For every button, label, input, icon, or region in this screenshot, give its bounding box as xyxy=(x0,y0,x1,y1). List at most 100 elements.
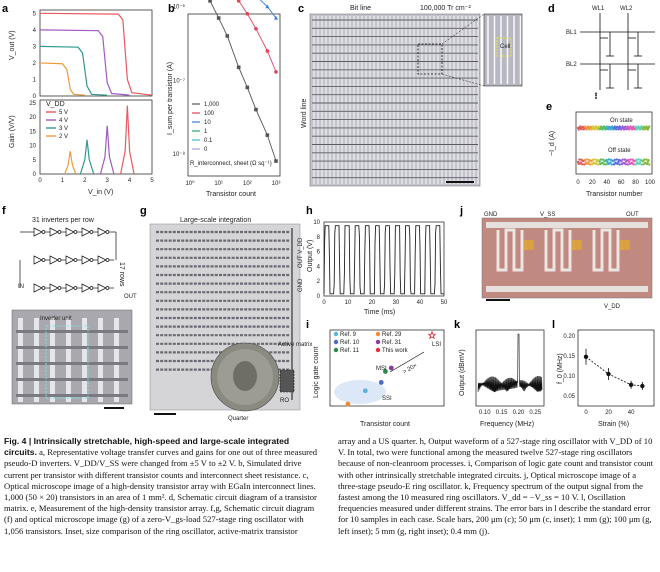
panel-b-legend-title: R_interconnect, sheet (Ω sq⁻¹) xyxy=(190,161,272,167)
panel-i-point-2 xyxy=(383,369,388,374)
panel-i-ylabel: Logic gate count xyxy=(313,347,320,398)
panel-f-inset-stripe xyxy=(114,318,119,402)
panel-b-point xyxy=(245,85,250,90)
panel-e-xtick-4: 80 xyxy=(632,180,639,186)
panel-b-legend-3: 1 xyxy=(204,129,208,135)
panel-d-schematic: WL1 WL2 BL1 BL2 ⋮ xyxy=(566,6,655,100)
panel-a-xlabel: V_in (V) xyxy=(88,189,113,196)
panel-h-xlabel: Time (ms) xyxy=(364,309,395,316)
panel-e-off-point xyxy=(632,163,635,166)
panel-k-xtick-2: 0.20 xyxy=(513,410,525,416)
panel-b-point xyxy=(216,16,221,20)
panel-e-on-point xyxy=(577,128,580,131)
panel-i-point-0 xyxy=(362,388,368,394)
panel-e-off-point xyxy=(594,162,598,166)
panel-b-xtick-3: 10³ xyxy=(272,181,281,187)
panel-h-ytick-3: 6 xyxy=(317,250,321,256)
panel-d-wl2: WL2 xyxy=(620,6,633,12)
panel-h-xtick-3: 30 xyxy=(393,300,400,306)
panel-g-active: Active matrix xyxy=(278,342,312,348)
panel-i-point-4 xyxy=(388,365,394,371)
panel-l-ytick-1: 0.10 xyxy=(563,374,575,380)
panel-j-gate-pad xyxy=(572,240,582,250)
panel-b-legend-5: 0 xyxy=(204,147,208,153)
panel-f-inverter xyxy=(97,255,107,265)
panel-b-point xyxy=(274,70,278,74)
panel-i-legend-1: Ref. 10 xyxy=(340,340,360,346)
panel-a-ytick-bot-1: 5 xyxy=(33,158,37,164)
panel-f-inset-stripe xyxy=(50,318,55,402)
panel-f-inset-bar xyxy=(16,394,128,397)
panel-b-point xyxy=(265,4,270,9)
panel-d-label: d xyxy=(548,3,555,15)
panel-e-on-point xyxy=(605,125,608,128)
panel-i-legend-2: Ref. 11 xyxy=(340,348,360,354)
panel-k-label: k xyxy=(454,319,461,331)
panel-b-ytick-1: 10⁻⁷ xyxy=(173,77,185,84)
panel-e-off-point xyxy=(635,158,638,162)
panel-i-ssi: SSI xyxy=(382,396,392,402)
panel-i-legend-marker-1 xyxy=(333,339,339,345)
panel-e-off-point xyxy=(624,162,627,166)
panel-a-vtc-2 xyxy=(39,45,108,96)
panel-a-legend-title: V_DD xyxy=(46,101,65,108)
panel-h-ytick-5: 10 xyxy=(313,220,320,226)
panel-e-on-point xyxy=(578,125,582,128)
panel-e-on-point xyxy=(604,128,607,131)
panel-a-xtick-5: 5 xyxy=(150,178,154,184)
panel-k-ylabel: Output (dBmV) xyxy=(459,349,466,396)
panel-e-off-point xyxy=(643,158,646,161)
panel-i-legend-4: Ref. 31 xyxy=(382,340,402,346)
panel-e-ylabel: −I_d (A) xyxy=(549,131,556,156)
panel-f-schematic: 31 inverters per row 17 rows IN OUT Inve… xyxy=(11,217,137,409)
panel-f-inset-stripe xyxy=(34,318,39,402)
panel-j-out: OUT xyxy=(626,212,639,218)
panel-c-micrograph: Bit line 100,000 Tr cm⁻² Word line Cell xyxy=(301,5,523,187)
panel-f-inverter xyxy=(33,283,43,293)
panel-b-legend-4: 0.1 xyxy=(204,138,213,144)
panel-d-bl1: BL1 xyxy=(566,30,577,36)
panel-a-legend-1: 4 V xyxy=(59,118,68,124)
panel-b-point xyxy=(225,34,230,38)
panel-b-legend-1: 100 xyxy=(204,111,215,117)
panel-f-label: f xyxy=(2,205,6,217)
panel-h-ytick-0: 0 xyxy=(317,294,321,300)
panel-l-xlabel: Strain (%) xyxy=(598,421,629,428)
panel-f-inverter xyxy=(49,283,59,293)
panel-h-ytick-2: 4 xyxy=(317,264,321,270)
panel-e-on-point xyxy=(616,125,619,129)
panel-e-on-point xyxy=(624,125,627,129)
panel-a-ytick-bot-3: 15 xyxy=(29,129,36,135)
panel-a-ytick-bot-4: 20 xyxy=(29,115,36,121)
panel-b-point xyxy=(208,0,212,3)
panel-g-micrograph: Large-scale integration OUT V_DD GND Qua… xyxy=(149,217,312,422)
panel-k-xlabel: Frequency (MHz) xyxy=(480,421,534,428)
panel-b-point xyxy=(254,107,258,112)
panel-i-legend-marker-0 xyxy=(333,331,339,337)
panel-f-rows: 17 rows xyxy=(118,262,125,287)
panel-e-on-point xyxy=(622,128,626,131)
panel-f-inset-bar xyxy=(16,346,128,349)
panel-l-ytick-0: 0.05 xyxy=(563,394,575,400)
panel-j-gate-pad xyxy=(620,240,630,250)
panel-b-point xyxy=(245,11,250,16)
panel-f-inset-bar xyxy=(16,378,128,381)
panel-f-inverter xyxy=(65,255,75,265)
panel-b-point xyxy=(274,159,278,163)
panel-f-inverter xyxy=(65,283,75,293)
panel-b-point xyxy=(265,133,270,137)
panel-e-on-point xyxy=(596,128,599,131)
panel-b-label: b xyxy=(168,3,175,15)
panel-l-label: l xyxy=(552,319,555,331)
panel-b-series-2 xyxy=(259,0,277,19)
panel-j-vdd: V_DD xyxy=(604,304,621,310)
panel-f-out: OUT xyxy=(124,294,137,300)
panel-e-off-point xyxy=(609,161,612,164)
panel-e-off-point xyxy=(599,158,603,161)
panel-k-xtick-0: 0.10 xyxy=(479,410,491,416)
panel-e-on-point xyxy=(630,128,634,131)
panel-e-on-point xyxy=(621,125,624,128)
panel-e-xtick-1: 20 xyxy=(589,180,596,186)
